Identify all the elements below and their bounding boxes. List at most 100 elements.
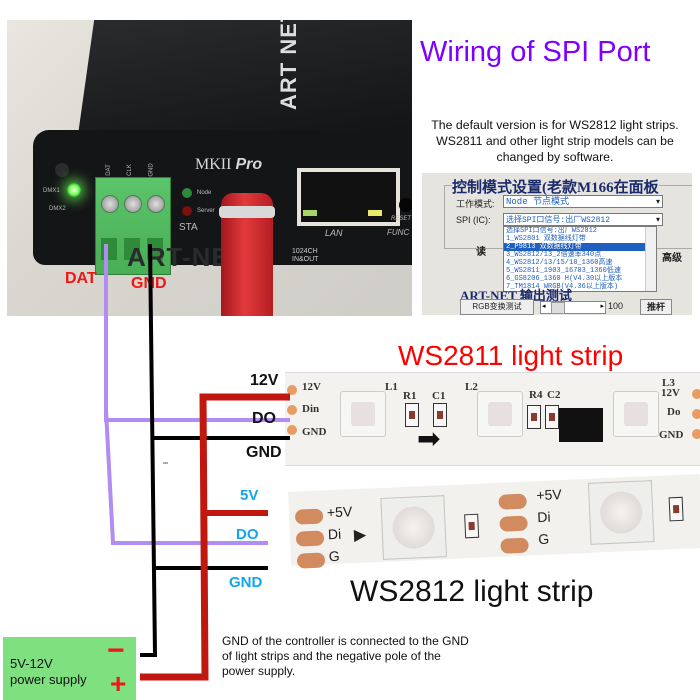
spi-ic-dropdown-list[interactable]: 选择SPI口信号:出厂WS2812 1_WS2801 双数据线灯带 2_P981… [503,226,657,292]
data-direction-arrow-icon: ▶ [353,526,367,545]
slider-left-arrow-icon[interactable]: ◂ [542,303,546,310]
ws2811-gnd-label: GND [246,444,282,461]
pin-label-dat: DAT [105,164,112,176]
silk-gnd-in: GND [302,426,327,438]
silk-l2: L2 [465,381,478,393]
dropdown-option[interactable]: 选择SPI口信号:出厂WS2812 [506,227,598,235]
lan-led-activity [368,210,382,216]
sta-label: STA [179,222,198,233]
ws2812-strip-image: +5V Di G ▶ +5V Di G [288,474,700,569]
pad-g-mid [500,537,529,554]
pad-12v-out [692,389,700,399]
silk-12v-out: 12V [661,387,680,399]
dmx1-led-label: DMX1 [43,188,60,194]
silk-l3: L3 [662,377,675,389]
lan-label: LAN [325,228,343,238]
led-l1 [340,391,386,437]
silk-l1: L1 [385,381,398,393]
silk-5v-mid: +5V [536,486,563,504]
ws2812-gnd-label: GND [229,574,263,591]
dropdown-scrollbar[interactable] [645,227,656,291]
pad-do [692,409,700,419]
model-label: MKII Pro [195,156,262,174]
model-suffix: Pro [235,156,263,173]
spi-ic-value: 选择SPI口信号:出厂WS2812 [506,216,611,225]
chevron-down-icon: ▾ [655,216,660,225]
pad-gnd-in [287,425,297,435]
pin-label-clk: CLK [126,164,133,176]
slider-value: 100 [608,301,624,311]
default-version-note: The default version is for WS2812 light … [431,118,679,164]
data-direction-arrow-icon: ➡ [417,423,441,454]
work-mode-label: 工作模式: [456,199,495,209]
capacitor-c1 [464,513,480,539]
lan-port[interactable] [297,168,400,226]
pad-di-mid [499,515,528,532]
dropdown-option[interactable]: 7_TM1814 WRGB(V4.36以上版本) [506,283,619,291]
resistor-r1 [405,403,419,427]
spi-ic-select[interactable]: 选择SPI口信号:出厂WS2812 ▾ [503,213,663,226]
psu-voltage: 5V-12V [10,656,53,671]
silk-din: Din [302,403,320,415]
dropdown-option[interactable]: 1_WS2801 双数据线灯带 [506,235,586,243]
slider-thumb[interactable] [551,302,565,314]
spi-ic-label: SPI (IC): [456,215,491,225]
silk-di: Di [327,525,342,543]
ws2811-12v-label: 12V [250,372,279,389]
page-title: Wiring of SPI Port [420,36,651,68]
data-wire-ws2812 [104,409,268,545]
resistor-r4 [527,405,541,429]
positive-terminal-icon: + [110,668,127,699]
ws2812-title: WS2812 light strip [350,575,594,608]
pad-g [296,552,326,569]
silk-c2: C2 [547,389,561,401]
push-button[interactable]: 推杆 [640,299,672,315]
channel-label: 1024CH IN&OUT [292,248,319,263]
lan-led-link [303,210,317,216]
software-screenshot: 控制模式设置(老款M166在面板 工作模式: Node 节点模式▾ SPI (I… [422,173,692,315]
controller-case-top [77,20,412,142]
pad-12v-in [287,385,297,395]
ws2812-do-label: DO [236,526,259,543]
pad-gnd-out [692,429,700,439]
ws2811-strip-image: 12V Din GND L1 R1 C1 ➡ L2 R4 C2 L3 12V D… [285,372,700,466]
reset-button[interactable] [399,198,412,212]
silk-g-mid: G [537,530,550,548]
usb-connector [219,206,275,218]
ws2812-5v-label: 5V [240,487,259,504]
silk-r4: R4 [529,389,543,401]
screw-dat[interactable] [101,195,119,213]
negative-terminal-icon: − [107,634,125,667]
ws2812-led-1 [380,495,447,560]
screw-clk[interactable] [124,195,142,213]
reset-label: RESET [391,216,412,222]
output-slider[interactable]: ◂ ▸ [540,301,606,314]
dmx-status-led-off [55,163,69,177]
terminal-slot-dat [101,238,117,260]
work-mode-select[interactable]: Node 节点模式▾ [503,195,663,208]
pad-5v [294,508,324,525]
rgb-test-button[interactable]: RGB变换测试 [460,299,534,315]
ws2812-led-2 [587,480,655,545]
node-led-label: Node [197,190,212,196]
dropdown-option-selected[interactable]: 2_P9813 双数据线灯带 [504,243,656,251]
dropdown-option[interactable]: 5_WS2811_1903_16703_1360低速 [506,267,621,275]
slider-right-arrow-icon[interactable]: ▸ [600,303,604,310]
capacitor-c2 [545,405,559,429]
silk-do: Do [667,406,681,418]
dropdown-option[interactable]: 4_WS2812/13/15/18_1360高速 [506,259,613,267]
led-l3 [613,391,659,437]
ws2811-do-label: DO [252,410,276,427]
ws2811-title: WS2811 light strip [398,340,624,371]
server-led [182,206,192,216]
silk-di-mid: Di [536,508,551,526]
screw-gnd[interactable] [147,195,165,213]
led-l2 [477,391,523,437]
model-name: MKII [195,156,232,173]
dmx2-led-label: DMX2 [49,206,66,212]
dropdown-option[interactable]: 3_WS2812/13_2倍速率340点 [506,251,602,259]
gnd-wire-label: GND [131,275,167,292]
pad-5v-mid [498,493,527,510]
dropdown-option[interactable]: 6_GS8206_1360 H(V4.30以上版本 [506,275,623,283]
